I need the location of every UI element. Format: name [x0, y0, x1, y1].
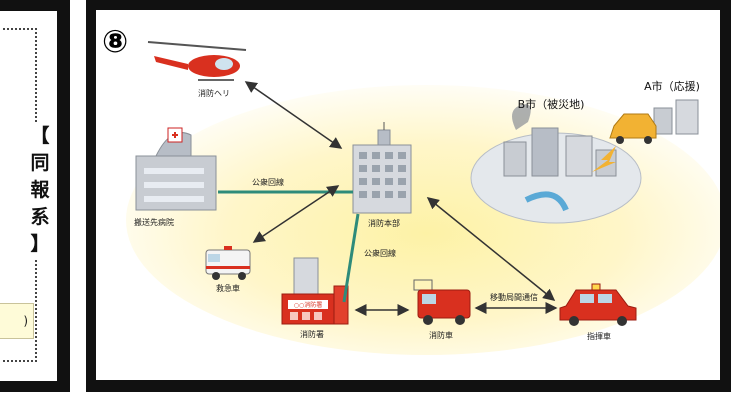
communication-diagram: 消防ヘリ 搬送先病院	[96, 10, 726, 380]
helicopter-icon	[147, 41, 247, 81]
fire-station-label: 消防署	[300, 329, 324, 339]
helicopter-hq-arrow	[244, 81, 343, 149]
ambulance-icon	[205, 246, 251, 280]
fire-station-sign: ○○消防署	[294, 301, 322, 309]
vertical-char: 報	[30, 179, 50, 201]
helicopter-label: 消防ヘリ	[198, 88, 230, 98]
vertical-char: 同	[30, 152, 50, 174]
support-city-icon	[592, 99, 699, 172]
fire-station-icon	[281, 257, 349, 325]
mobile-comm-label: 移動局間通信	[490, 292, 538, 302]
vertical-char: 【	[30, 125, 50, 147]
vertical-char: 系	[30, 206, 50, 228]
fire-engine-label: 消防車	[429, 330, 453, 340]
public-line-station-link	[342, 213, 360, 303]
diagram-frame: 消防ヘリ 搬送先病院	[86, 0, 731, 392]
city-a-label: A市（応援)	[644, 79, 700, 93]
ambulance-label: 救急車	[216, 283, 240, 293]
headquarters-label: 消防本部	[368, 218, 400, 228]
hospital-icon	[135, 127, 217, 211]
hospital-label: 搬送先病院	[134, 217, 174, 227]
vertical-char: 】	[30, 233, 50, 255]
left-panel-frame: ) 【 同 報 系 】	[0, 0, 70, 392]
command-car-icon	[559, 283, 637, 326]
vertical-title: 【 同 報 系 】	[27, 123, 53, 258]
public-line-label-2: 公衆回線	[364, 248, 396, 258]
city-b-label: B市（被災地)	[518, 97, 585, 111]
hq-command-arrow	[426, 197, 556, 301]
ambulance-hq-arrow	[252, 185, 340, 243]
left-panel: ) 【 同 報 系 】	[0, 11, 57, 381]
diagram-canvas: 消防ヘリ 搬送先病院	[126, 41, 726, 355]
public-line-label-1: 公衆回線	[252, 177, 284, 187]
command-car-label: 指揮車	[587, 331, 611, 341]
headquarters-icon	[352, 122, 412, 214]
note-box-text: )	[23, 314, 28, 328]
diagram-number-badge: ⑧	[102, 24, 129, 60]
note-box: )	[0, 303, 34, 339]
